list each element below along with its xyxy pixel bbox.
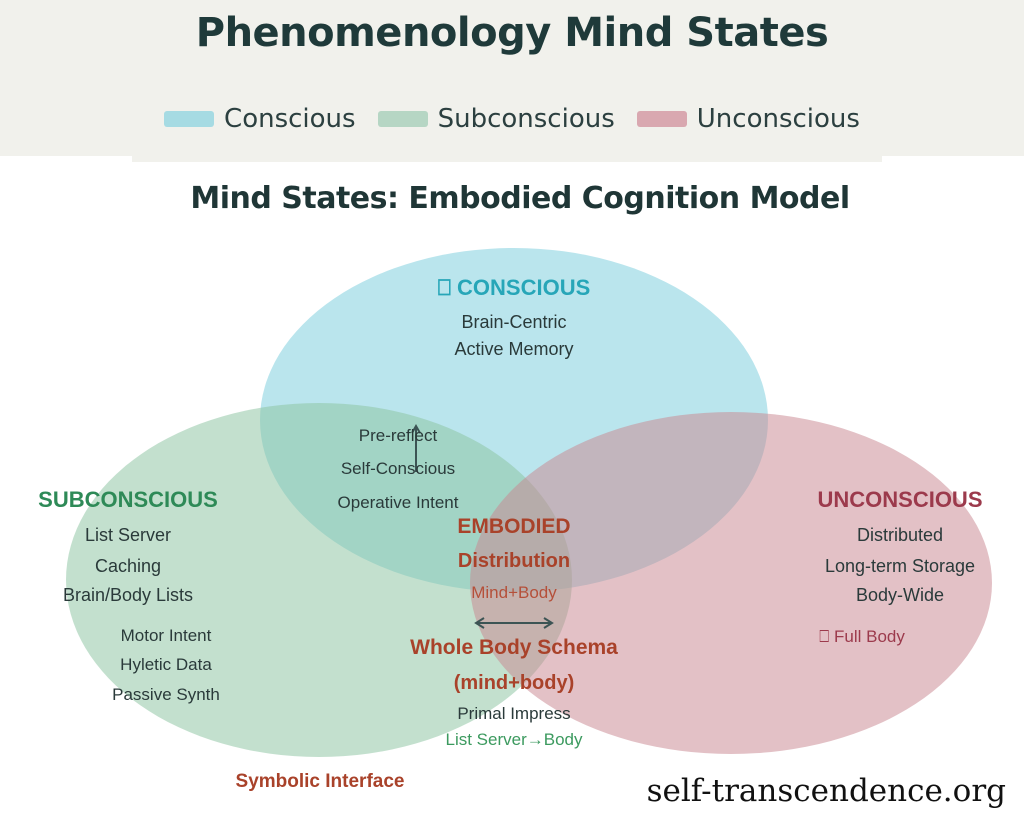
conscious-heading: ⎕ CONSCIOUS <box>438 275 591 300</box>
watermark: self-transcendence.org <box>646 773 1006 809</box>
overlap-line-pre-reflect: Pre-reflect <box>359 426 438 445</box>
unconscious-line-2: Long-term Storage <box>825 556 975 576</box>
whole-body-line: Primal Impress <box>457 704 570 723</box>
legend-swatch-conscious <box>164 111 215 127</box>
conscious-line-1: Brain-Centric <box>461 312 566 332</box>
embodied-subheading: Distribution <box>458 550 570 572</box>
overlap-line-operative-intent: Operative Intent <box>338 493 459 512</box>
unconscious-line-3: Body-Wide <box>856 585 944 605</box>
whole-body-heading: Whole Body Schema <box>410 636 618 659</box>
legend-item-unconscious: Unconscious <box>636 104 860 134</box>
unconscious-note: ⎕ Full Body <box>819 627 905 646</box>
overlap-line-self-conscious: Self-Conscious <box>341 459 455 478</box>
page-title: Phenomenology Mind States <box>195 10 829 56</box>
subconscious-inner-2: Hyletic Data <box>120 655 212 674</box>
legend-swatch-unconscious <box>636 111 687 127</box>
unconscious-heading: UNCONSCIOUS <box>817 487 982 512</box>
legend-label-unconscious: Unconscious <box>696 104 860 134</box>
subconscious-line-3: Brain/Body Lists <box>63 585 193 605</box>
subconscious-inner-3: Passive Synth <box>112 685 220 704</box>
circle-unconscious <box>470 412 992 754</box>
legend-swatch-subconscious <box>377 111 428 127</box>
subconscious-line-2: Caching <box>95 556 161 576</box>
legend-label-conscious: Conscious <box>224 104 356 134</box>
embodied-heading: EMBODIED <box>457 515 570 538</box>
circle-subconscious <box>66 403 572 757</box>
legend-item-subconscious: Subconscious <box>377 104 615 134</box>
vertical-arrow <box>411 423 421 472</box>
whole-body-green-line: List Server→Body <box>446 730 583 749</box>
legend-item-conscious: Conscious <box>164 104 356 134</box>
horizontal-double-arrow <box>474 617 554 629</box>
header-band <box>0 0 1024 156</box>
subconscious-line-1: List Server <box>85 525 171 545</box>
unconscious-line-1: Distributed <box>857 525 943 545</box>
legend-label-subconscious: Subconscious <box>437 104 615 134</box>
subconscious-inner-1: Motor Intent <box>121 626 212 645</box>
header-underline <box>132 156 882 162</box>
subconscious-heading: SUBCONSCIOUS <box>38 487 218 512</box>
conscious-line-2: Active Memory <box>454 339 573 359</box>
diagram-title: Mind States: Embodied Cognition Model <box>190 181 850 216</box>
symbolic-interface-label: Symbolic Interface <box>236 771 405 792</box>
embodied-note: Mind+Body <box>471 583 557 602</box>
legend: Conscious Subconscious Unconscious <box>0 104 1024 134</box>
whole-body-subheading: (mind+body) <box>454 672 575 694</box>
